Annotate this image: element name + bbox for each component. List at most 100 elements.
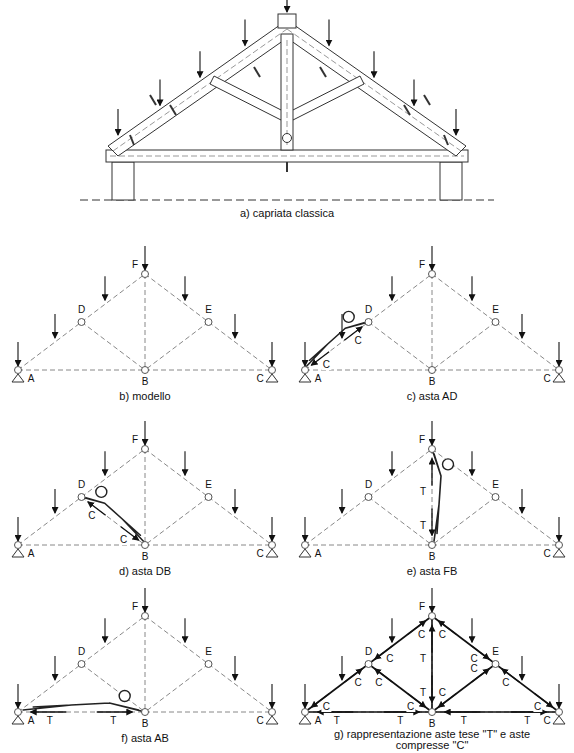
load-arrow — [17, 517, 18, 541]
joint-letter: A — [314, 716, 323, 726]
load-arrow — [413, 79, 414, 105]
load-arrow — [304, 342, 305, 366]
truss-bar — [145, 370, 272, 371]
joint-letter: A — [314, 549, 323, 559]
joint-letter: C — [542, 716, 551, 726]
force-label: C — [438, 630, 447, 640]
joint-letter: B — [428, 719, 437, 729]
joint-letter: B — [141, 377, 150, 387]
joint-node — [15, 542, 22, 549]
human-figure — [23, 703, 145, 712]
figure-head — [119, 691, 130, 702]
truss-bar — [82, 497, 146, 545]
load-arrow — [184, 618, 185, 642]
joint-letter: B — [141, 719, 150, 729]
joint-node — [142, 367, 149, 374]
joint-node — [302, 542, 309, 549]
joint-letter: E — [491, 480, 500, 490]
truss-bar — [145, 449, 146, 545]
load-arrow — [431, 588, 432, 612]
support-symbol — [299, 374, 311, 382]
joint-node — [492, 494, 499, 501]
load-arrow — [373, 51, 374, 77]
stressed-bar — [305, 664, 369, 712]
truss-bar — [209, 497, 273, 545]
load-arrow — [558, 342, 559, 366]
joint-node — [205, 494, 212, 501]
load-arrow — [54, 489, 55, 513]
joint-letter: C — [255, 716, 264, 726]
force-label: C — [374, 678, 383, 688]
force-arrow — [431, 509, 432, 536]
joint-letter: B — [141, 552, 150, 562]
load-arrow — [558, 684, 559, 708]
load-arrow — [199, 51, 200, 77]
stressed-bar — [431, 616, 433, 712]
joint-letter: E — [491, 305, 500, 315]
truss-bar — [305, 322, 369, 370]
joint-letter: F — [131, 602, 139, 612]
human-figure — [82, 497, 144, 541]
truss-bar — [18, 712, 145, 713]
iron-strap — [320, 67, 326, 77]
load-arrow — [54, 314, 55, 338]
joint-node — [78, 661, 85, 668]
wall — [112, 162, 134, 200]
apex-cap — [278, 14, 296, 28]
truss-bar — [432, 274, 496, 322]
truss-bar — [432, 449, 496, 497]
joint-node — [429, 271, 436, 278]
joint-node — [78, 494, 85, 501]
joint-node — [492, 661, 499, 668]
support-symbol — [12, 716, 24, 724]
truss-bar — [145, 664, 209, 712]
joint-letter: C — [255, 549, 264, 559]
load-arrow — [471, 451, 472, 475]
truss-bar — [145, 712, 272, 713]
force-arrow — [431, 459, 432, 486]
truss-bar — [18, 322, 82, 370]
load-arrow — [521, 656, 522, 680]
support-symbol — [553, 716, 565, 724]
truss-bar — [209, 664, 273, 712]
joint-node — [302, 709, 309, 716]
king-post-axis — [287, 40, 288, 148]
stressed-bar — [369, 616, 433, 664]
truss-bar — [432, 274, 433, 370]
rafter-axis — [113, 29, 287, 151]
joint-node — [269, 709, 276, 716]
support-symbol — [266, 716, 278, 724]
rafter-axis — [287, 29, 461, 151]
truss-bar — [432, 616, 496, 664]
support-symbol — [553, 374, 565, 382]
force-label: C — [385, 654, 394, 664]
load-arrow — [117, 109, 118, 135]
joint-letter: D — [77, 647, 86, 657]
force-arrow — [431, 626, 432, 653]
force-label: T — [109, 716, 117, 726]
load-arrow — [271, 517, 272, 541]
joint-letter: E — [204, 305, 213, 315]
load-arrow — [271, 684, 272, 708]
truss-bar — [82, 616, 146, 664]
force-label: C — [322, 702, 331, 712]
joint-letter: F — [418, 602, 426, 612]
panel-caption: c) asta AD — [406, 391, 459, 402]
stressed-bar — [432, 616, 496, 664]
joint-node — [556, 542, 563, 549]
truss-bar — [432, 616, 433, 712]
load-arrow — [455, 109, 456, 135]
force-label: C — [470, 664, 479, 674]
load-arrow — [144, 246, 145, 270]
joint-node — [492, 319, 499, 326]
load-arrow — [391, 451, 392, 475]
truss-bar — [305, 497, 369, 545]
load-arrow — [328, 20, 329, 46]
load-arrow — [271, 342, 272, 366]
truss-bar — [369, 497, 433, 545]
truss-bar — [369, 616, 433, 664]
strut — [289, 76, 364, 120]
force-arrow — [431, 676, 432, 703]
force-label: T — [460, 716, 468, 726]
